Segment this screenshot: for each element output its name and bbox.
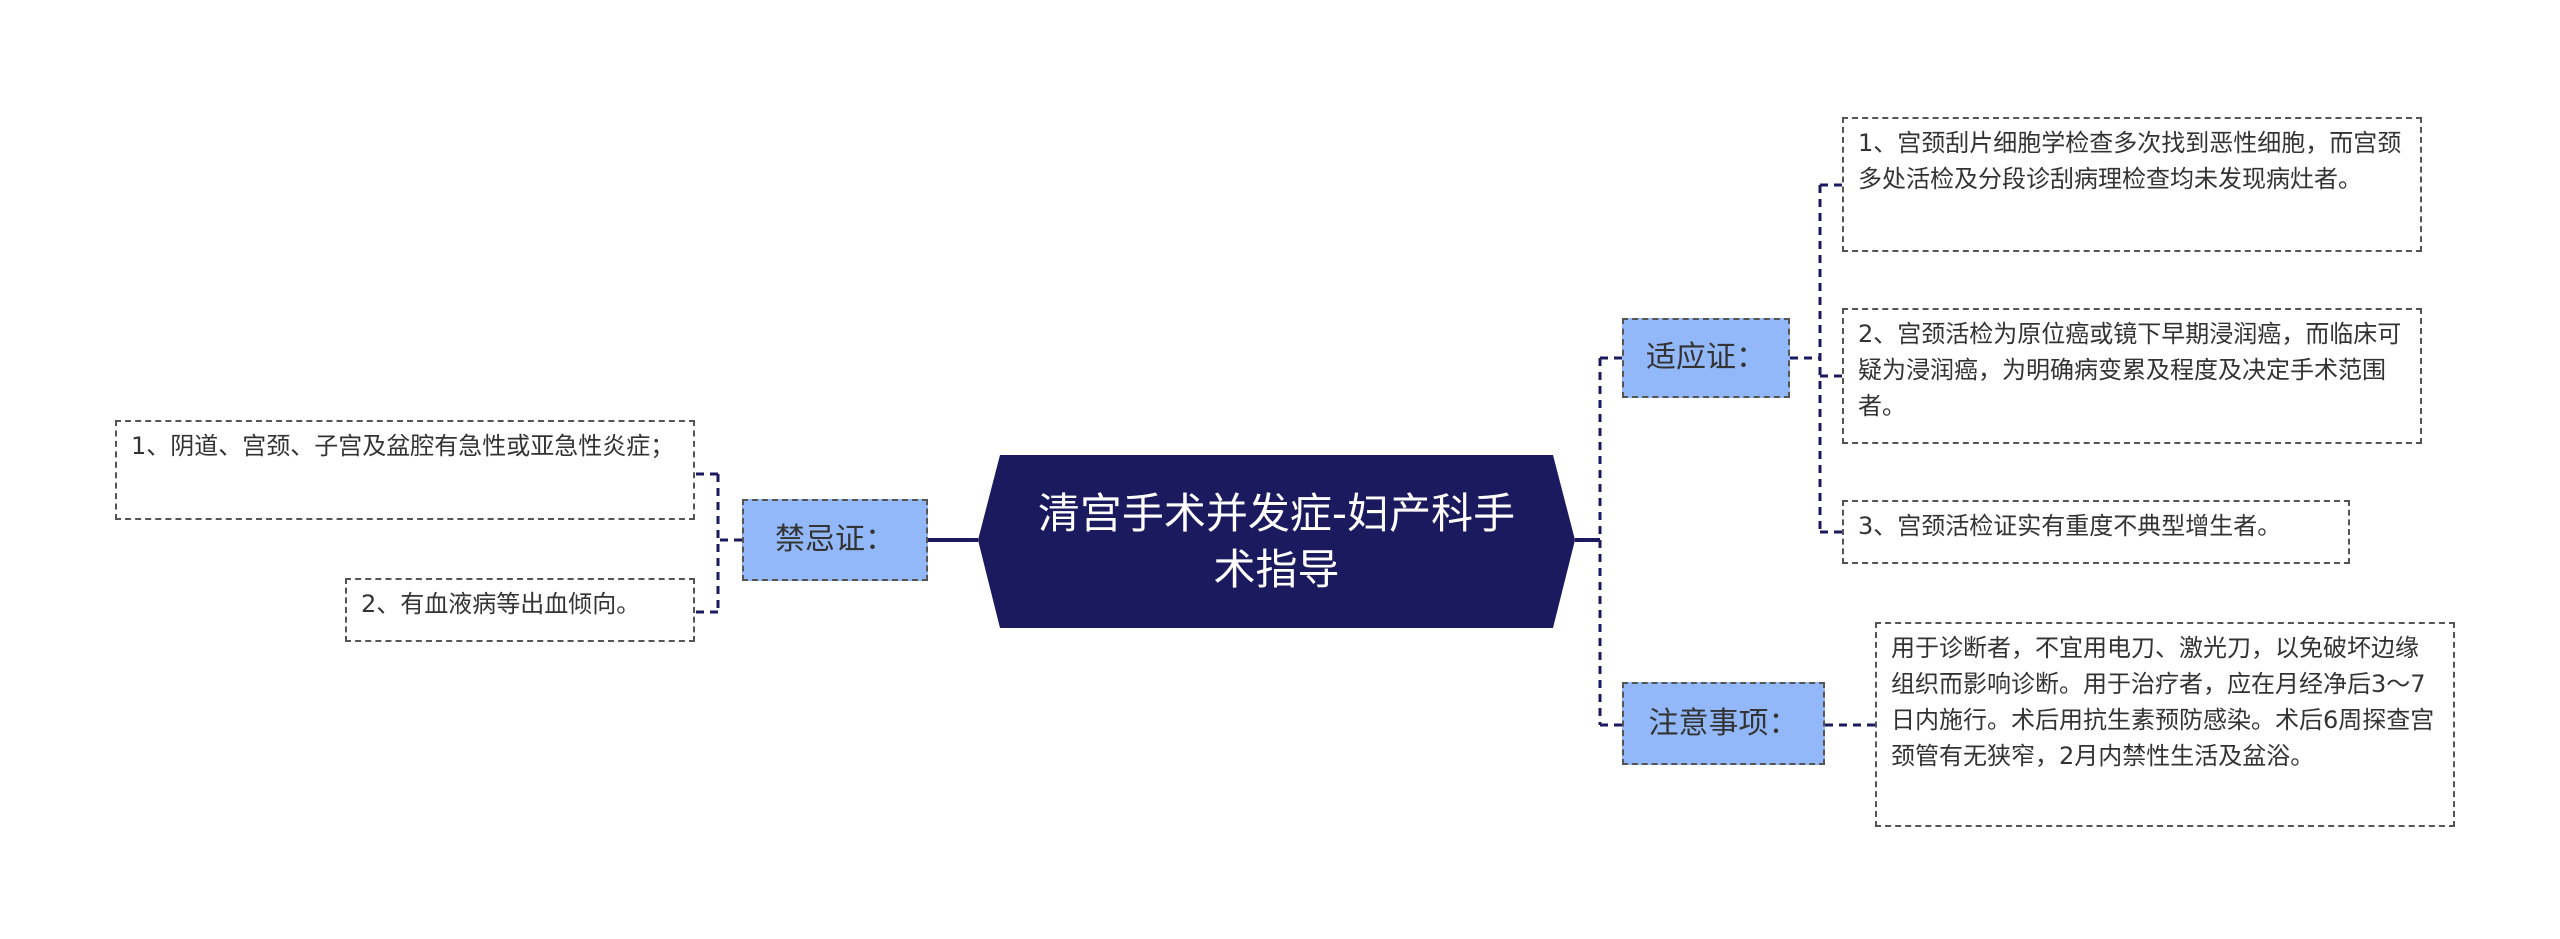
notes-item-1-text: 用于诊断者，不宜用电刀、激光刀，以免破坏边缘组织而影响诊断。用于治疗者，应在月经… — [1891, 634, 2435, 770]
notes-item-1[interactable]: 用于诊断者，不宜用电刀、激光刀，以免破坏边缘组织而影响诊断。用于治疗者，应在月经… — [1875, 622, 2455, 827]
branch-indications-label: 适应证： — [1646, 340, 1766, 375]
branch-contraindications[interactable]: 禁忌证： — [742, 499, 928, 581]
contraindication-item-1[interactable]: 1、阴道、宫颈、子宫及盆腔有急性或亚急性炎症； — [115, 420, 695, 520]
root-label: 清宫手术并发症-妇产科手术指导 — [1037, 488, 1516, 594]
branch-contraindications-label: 禁忌证： — [775, 522, 895, 557]
indication-item-3[interactable]: 3、宫颈活检证实有重度不典型增生者。 — [1842, 500, 2350, 564]
branch-notes[interactable]: 注意事项： — [1622, 682, 1825, 765]
contraindication-item-2-text: 2、有血液病等出血倾向。 — [361, 590, 641, 618]
indication-item-1[interactable]: 1、宫颈刮片细胞学检查多次找到恶性细胞，而宫颈多处活检及分段诊刮病理检查均未发现… — [1842, 117, 2422, 252]
indication-item-2-text: 2、宫颈活检为原位癌或镜下早期浸润癌，而临床可疑为浸润癌，为明确病变累及程度及决… — [1858, 320, 2402, 420]
root-node-shape — [978, 455, 1575, 628]
contraindication-item-2[interactable]: 2、有血液病等出血倾向。 — [345, 578, 695, 642]
branch-notes-label: 注意事项： — [1648, 705, 1799, 741]
connectors — [695, 183, 1875, 727]
branch-indications[interactable]: 适应证： — [1622, 318, 1790, 398]
indication-item-2[interactable]: 2、宫颈活检为原位癌或镜下早期浸润癌，而临床可疑为浸润癌，为明确病变累及程度及决… — [1842, 308, 2422, 444]
contraindication-item-1-text: 1、阴道、宫颈、子宫及盆腔有急性或亚急性炎症； — [131, 432, 675, 460]
indication-item-3-text: 3、宫颈活检证实有重度不典型增生者。 — [1858, 512, 2282, 540]
indication-item-1-text: 1、宫颈刮片细胞学检查多次找到恶性细胞，而宫颈多处活检及分段诊刮病理检查均未发现… — [1858, 129, 2402, 193]
root-node[interactable]: 清宫手术并发症-妇产科手术指导 — [978, 455, 1575, 628]
